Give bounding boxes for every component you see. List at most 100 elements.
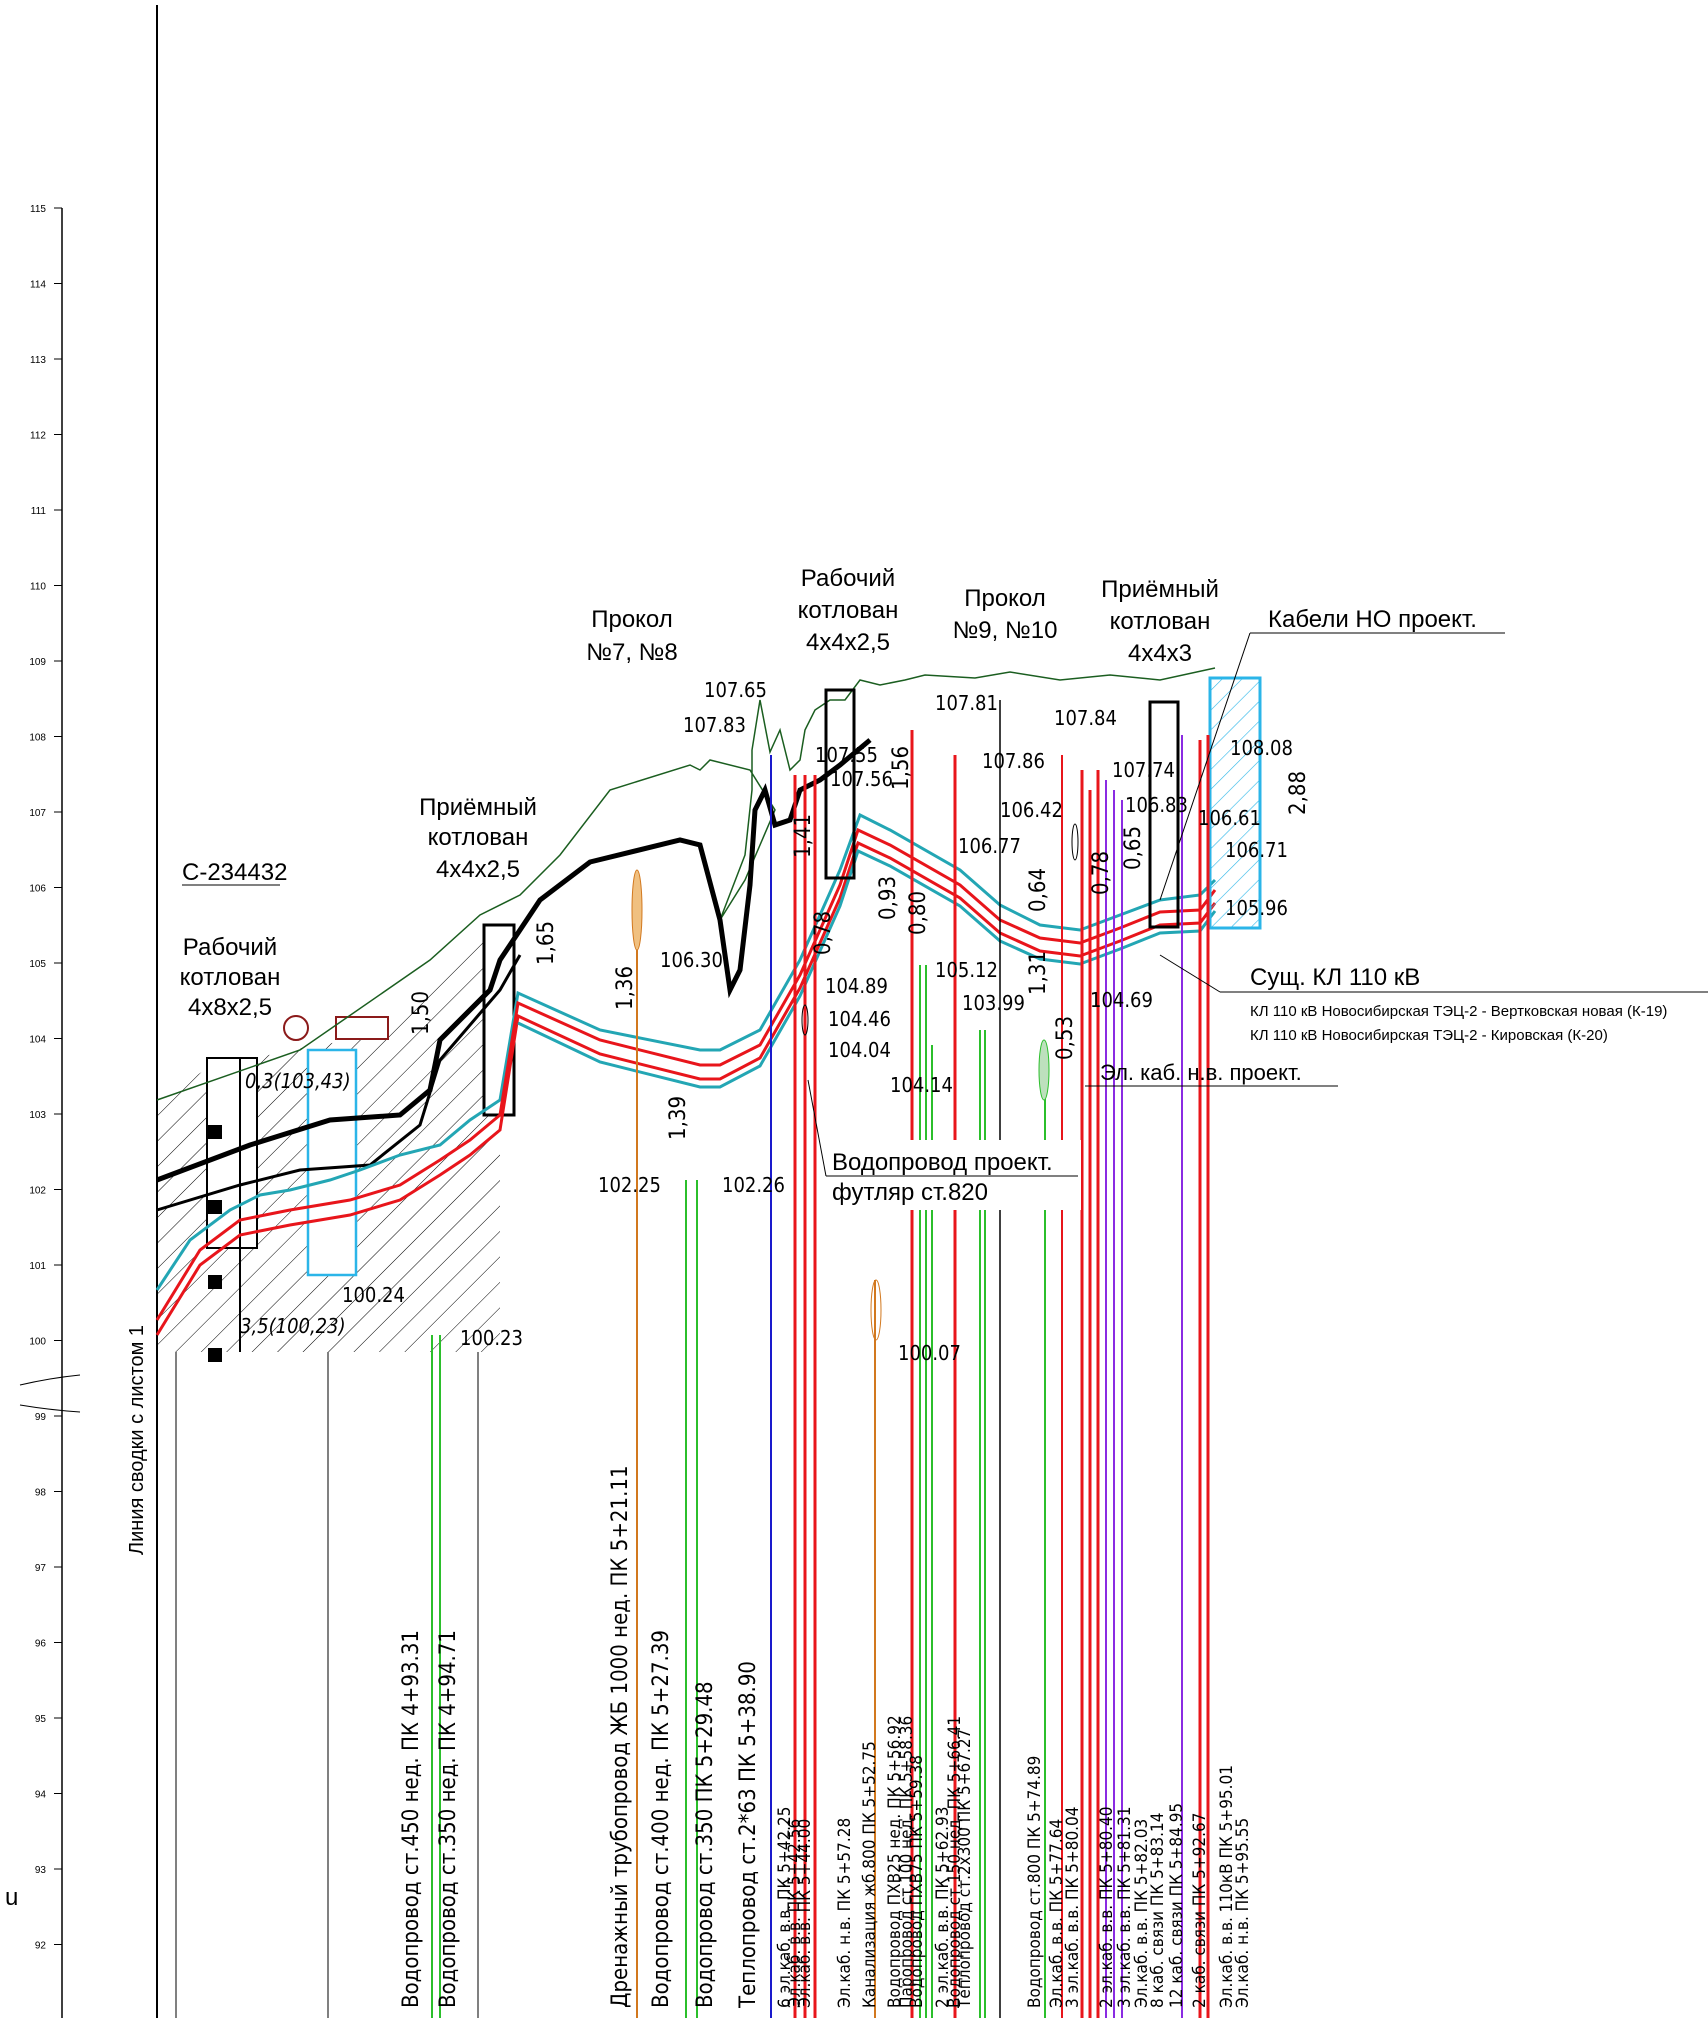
- pit-title-2: Приёмный котлован 4х4х2,5: [419, 794, 537, 883]
- crossing-label: 2 каб. связи ПК 5+92.67: [1190, 1813, 1210, 2008]
- callout-leader: [807, 1079, 827, 1177]
- svg-text:Прокол: Прокол: [591, 606, 673, 633]
- cables-no-hatch: [1208, 676, 1262, 930]
- axis-tick-label: 103: [29, 1110, 46, 1121]
- svg-text:4х4х2,5: 4х4х2,5: [436, 856, 520, 883]
- axis-tick-label: 106: [29, 884, 46, 895]
- svg-text:котлован: котлован: [428, 824, 529, 851]
- crossing-label: 2 эл.каб. в.в. ПК 5+80.40: [1097, 1807, 1117, 2009]
- callout-kl110-line2: КЛ 110 кВ Новосибирская ТЭЦ-2 - Кировска…: [1250, 1027, 1608, 1044]
- elev-label: 107.84: [1054, 706, 1117, 730]
- crossing-label: Канализация жб.800 ПК 5+52.75: [860, 1741, 880, 2008]
- axis-tick-label: 110: [30, 582, 46, 593]
- axis-tick-label: 109: [29, 657, 46, 668]
- match-line-label: Линия сводки с листом 1: [126, 1325, 148, 1555]
- water-callout-bg: [826, 1140, 1081, 1210]
- elev-label: 100.07: [898, 1341, 961, 1365]
- elev-label: 108.08: [1230, 736, 1293, 760]
- axis-tick-label: 104: [29, 1035, 46, 1046]
- existing-pipe-black-2: [156, 954, 522, 1212]
- elev-label: 106.83: [1125, 793, 1188, 817]
- elev-label: 102.26: [722, 1173, 785, 1197]
- axis-tick-label: 95: [35, 1714, 47, 1725]
- crossing-label: 3 эл.каб. в.в. ПК 5+80.04: [1063, 1807, 1083, 2009]
- crossing-label: Эл.каб. в.в. ПК 5+82.03: [1132, 1819, 1152, 2008]
- crossing-label: Водопровод ПХВ75 ПК 5+59.38: [907, 1755, 927, 2008]
- elev-label: 106.71: [1225, 838, 1288, 862]
- svg-text:4х4х3: 4х4х3: [1128, 640, 1192, 667]
- pipe-section: [1038, 1039, 1050, 1101]
- svg-text:4х8х2,5: 4х8х2,5: [188, 994, 272, 1021]
- crossing-label: 6 эл.каб. в.в. ПК 5+42.25: [775, 1807, 795, 2009]
- dim-label: 1,41: [791, 814, 816, 858]
- elev-label: 107.74: [1112, 758, 1175, 782]
- axis-tick-label: 111: [31, 506, 47, 517]
- axis-tick-label: 102: [29, 1186, 46, 1197]
- axis-tick-label: 97: [35, 1563, 47, 1574]
- axis-tick-label: 96: [35, 1639, 47, 1650]
- callout-kl110-line1: КЛ 110 кВ Новосибирская ТЭЦ-2 - Вертковс…: [1250, 1003, 1667, 1020]
- svg-text:Рабочий: Рабочий: [183, 934, 277, 961]
- pit-title-3: Рабочий котлован 4х4х2,5: [798, 565, 899, 656]
- cable-red: [155, 827, 1217, 1321]
- svg-text:Приёмный: Приёмный: [1101, 576, 1219, 603]
- svg-text:Приёмный: Приёмный: [419, 794, 537, 821]
- svg-text:Рабочий: Рабочий: [801, 565, 895, 592]
- pit4-wall: [1148, 700, 1180, 929]
- elevation-labels: 107.65 107.83 107.81 107.84 108.08 107.8…: [342, 678, 1293, 1365]
- crossing-label: Дренажный трубопровод ЖБ 1000 нед. ПК 5+…: [608, 1465, 633, 2008]
- crossing-label: Эл.каб. в.в. ПК 5+77.64: [1047, 1819, 1067, 2008]
- elev-label: 102.25: [598, 1173, 661, 1197]
- dim-label: 0,78: [811, 911, 836, 955]
- elev-label: 107.55: [815, 743, 878, 767]
- pit2-wall: [482, 923, 516, 1117]
- ground-surface: [156, 667, 1216, 1101]
- callout-leader: [1159, 954, 1221, 993]
- elev-label: 107.65: [704, 678, 767, 702]
- dim-label: 1,65: [534, 921, 559, 965]
- axis-tick-label: 112: [30, 431, 46, 442]
- pit-block: [208, 1200, 222, 1214]
- crossing-label: 2 эл.каб. в.в. ПК 5+62.93: [933, 1807, 953, 2009]
- axis-tick-label: 101: [29, 1261, 46, 1272]
- match-arc: [19, 1404, 81, 1413]
- crossing-label: Теплопровод ст.2*63 ПК 5+38.90: [736, 1661, 761, 2009]
- pit-title-1: Рабочий котлован 4х8х2,5: [180, 934, 281, 1021]
- crossing-label: 8 каб. связи ПК 5+83.14: [1148, 1813, 1168, 2008]
- pipe-section: [870, 1279, 882, 1341]
- elev-label: 105.96: [1225, 896, 1288, 920]
- axis-tick-label: 100: [29, 1337, 46, 1348]
- edge-letter: u: [5, 1884, 18, 1911]
- axis-tick-label: 93: [35, 1865, 47, 1876]
- elev-label: 107.83: [683, 713, 746, 737]
- axis-tick-label: 98: [35, 1488, 47, 1499]
- well-symbol: [283, 1015, 309, 1041]
- pit-note: 3,5(100,23): [240, 1314, 346, 1338]
- elev-label: 106.30: [660, 948, 723, 972]
- elev-label: 107.86: [982, 749, 1045, 773]
- dim-label: 2,88: [1286, 771, 1311, 815]
- crossing-label: Эл.каб. в.в. ПК 5+42.56: [785, 1819, 805, 2008]
- elev-label: 104.14: [890, 1073, 953, 1097]
- dimension-labels: 2,88 1,65 1,50 1,36 1,39 1,41 1,56 0,78 …: [409, 746, 1311, 1140]
- pit-note: 0,3(103,43): [245, 1069, 351, 1093]
- dim-label: 1,31: [1026, 951, 1051, 995]
- svg-text:4х4х2,5: 4х4х2,5: [806, 629, 890, 656]
- elev-label: 100.23: [460, 1326, 523, 1350]
- cable-cyan-2: [517, 848, 1217, 1089]
- crossing-label: Эл.каб. в.в. ПК 5+44.00: [795, 1819, 815, 2008]
- dim-label: 0,53: [1053, 1016, 1078, 1060]
- callout-cables-no: Кабели НО проект.: [1268, 606, 1477, 633]
- dim-label: 0,64: [1026, 868, 1051, 912]
- puncture-title-2: Прокол №9, №10: [953, 585, 1058, 644]
- dim-label: 0,80: [906, 891, 931, 935]
- dim-label: 1,56: [889, 746, 914, 790]
- elev-label: 103.99: [962, 991, 1025, 1015]
- elev-label: 100.24: [342, 1283, 405, 1307]
- axis-tick-label: 108: [29, 733, 46, 744]
- pit-block: [208, 1275, 222, 1289]
- existing-pipe-black: [156, 738, 872, 1183]
- elev-label: 105.12: [935, 958, 998, 982]
